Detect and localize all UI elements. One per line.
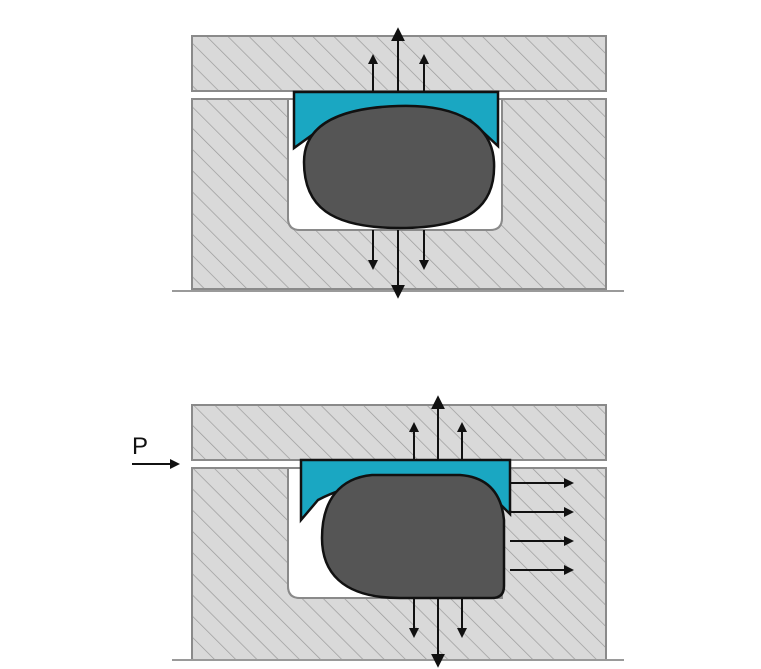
- o-ring: [302, 104, 496, 230]
- panel-unpressurized: [172, 27, 624, 299]
- pressure-label: P: [132, 433, 148, 460]
- panel-pressurized: P: [132, 395, 624, 668]
- upper-housing: [191, 404, 607, 461]
- o-ring: [320, 473, 506, 600]
